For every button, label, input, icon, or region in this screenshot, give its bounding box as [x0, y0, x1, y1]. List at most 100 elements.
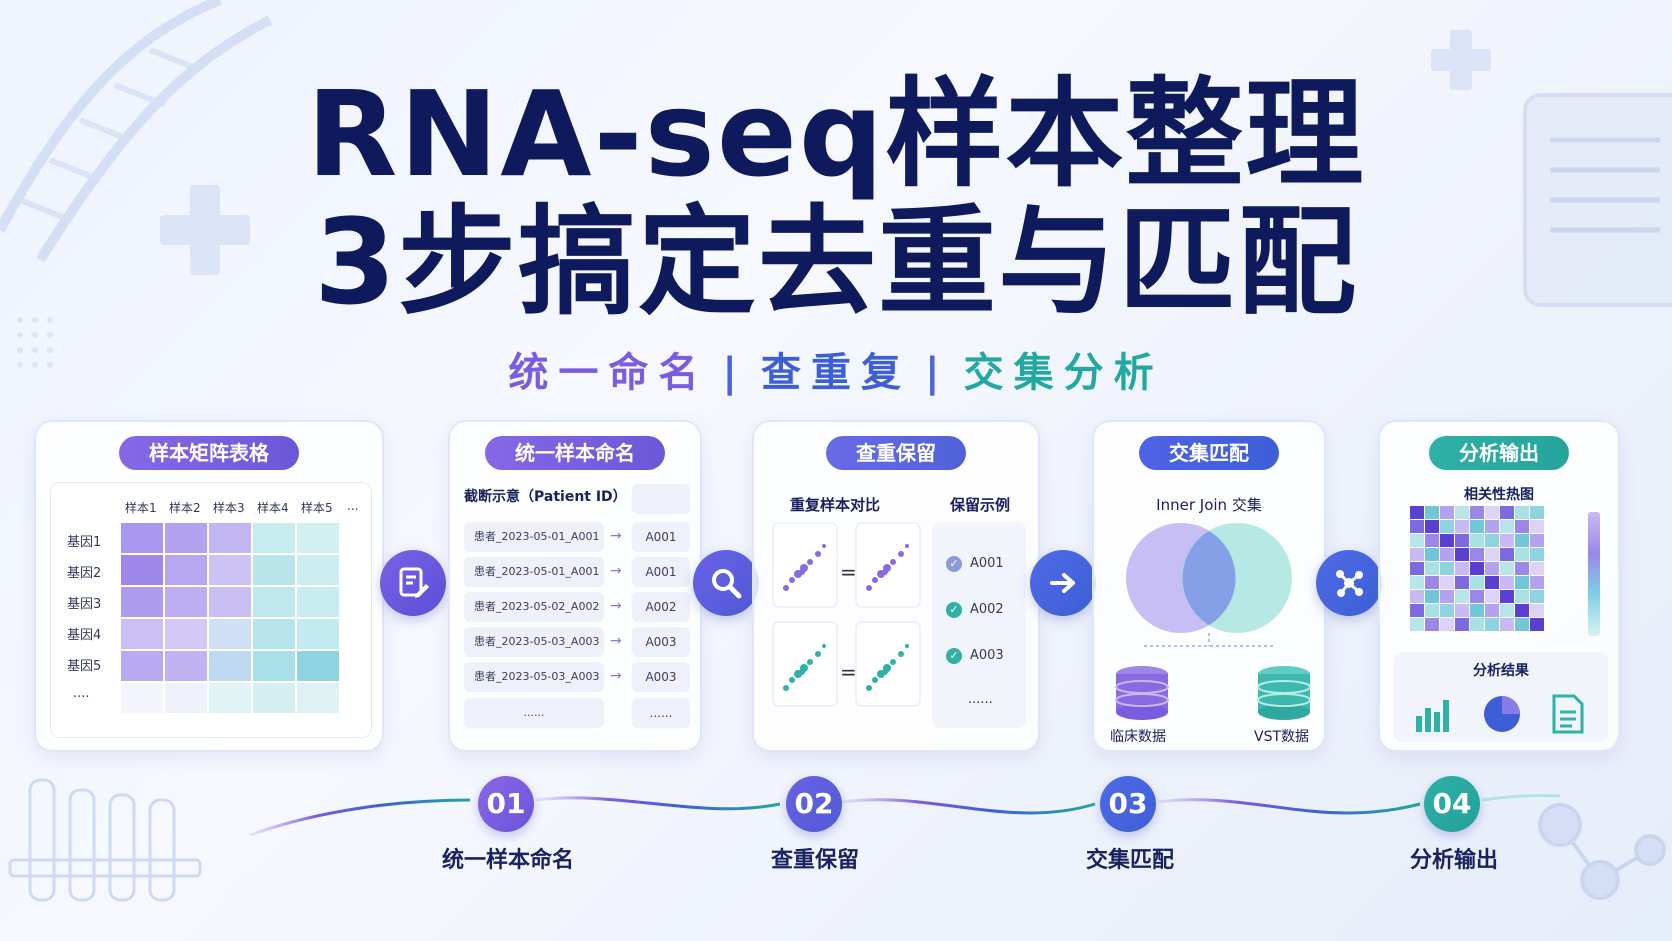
heatmap-cell: [1485, 618, 1499, 631]
step-label-3: 交集匹配: [1085, 848, 1175, 873]
heatmap-cell: [1440, 618, 1454, 631]
arrow-right-icon: →: [610, 598, 622, 614]
kept-item: ✓A003: [946, 648, 1004, 664]
heatmap-cell: [1425, 534, 1439, 547]
matrix-col-label: ...: [347, 499, 359, 513]
kept-item: ✓A001: [946, 556, 1004, 572]
heatmap-cell: [1530, 548, 1544, 561]
heatmap-cell: [1470, 506, 1484, 519]
kept-item: ......: [968, 692, 993, 707]
heatmap-cell: [1530, 604, 1544, 617]
naming-original-row: 患者_2023-05-03_A003: [464, 662, 604, 692]
join-title: Inner Join 交集: [1156, 496, 1262, 514]
naming-original-row: 患者_2023-05-02_A002: [464, 592, 604, 622]
heatmap-cell: [1470, 590, 1484, 603]
heatmap-cell: [1500, 604, 1514, 617]
equals-sign: =: [840, 560, 857, 584]
heatmap-cell: [1515, 548, 1529, 561]
venn-diagram: [1126, 523, 1292, 647]
naming-id-row: A001: [632, 557, 690, 587]
arrow-right-icon: →: [610, 563, 622, 579]
check-icon: ✓: [946, 648, 962, 664]
heatmap-cell: [1455, 576, 1469, 589]
heatmap-cell: [1425, 548, 1439, 561]
heatmap-cell: [1425, 576, 1439, 589]
database-icon: [1115, 666, 1169, 720]
heatmap-cell: [1410, 604, 1424, 617]
heatmap-cell: [1440, 590, 1454, 603]
heatmap-cell: [1470, 520, 1484, 533]
matrix-col-label: 样本1: [125, 501, 157, 515]
heatmap-cell: [1440, 534, 1454, 547]
heatmap-cell: [1455, 534, 1469, 547]
edit-document-icon: [380, 550, 446, 616]
vst-data-label: VST数据: [1254, 729, 1310, 745]
heatmap-cell: [1530, 534, 1544, 547]
heatmap-cell: [1455, 562, 1469, 575]
subtitle-part-dedup: 查重复: [761, 350, 911, 396]
heatmap-cell: [1410, 562, 1424, 575]
check-icon: ✓: [946, 602, 962, 618]
heatmap-cell: [1515, 618, 1529, 631]
naming-original-row: 患者_2023-05-01_A001: [464, 522, 604, 552]
heatmap-cell: [1440, 576, 1454, 589]
naming-id-row: A002: [632, 592, 690, 622]
heatmap-cell: [1440, 548, 1454, 561]
subtitle-part-intersect: 交集分析: [963, 350, 1164, 396]
heatmap-cell: [1500, 520, 1514, 533]
naming-id-row: A003: [632, 662, 690, 692]
heatmap-cell: [1440, 562, 1454, 575]
duplicate-scatter-plots: [772, 522, 921, 707]
heatmap-cell: [1500, 534, 1514, 547]
card-label-output: 分析输出: [1429, 436, 1569, 470]
step-label-4: 分析输出: [1409, 848, 1499, 873]
report-document-icon: [1552, 694, 1584, 734]
step-number-2: 02: [786, 776, 842, 832]
heatmap-cell: [1500, 590, 1514, 603]
heatmap-cell: [1425, 604, 1439, 617]
heatmap-cell: [1440, 520, 1454, 533]
matrix-row-label: 基因1: [67, 535, 102, 550]
heatmap-cell: [1410, 520, 1424, 533]
pie-chart-icon: [1484, 696, 1520, 732]
heatmap-cell: [1410, 618, 1424, 631]
step-label-1: 统一样本命名: [441, 848, 575, 873]
subtitle-separator: |: [925, 350, 950, 396]
heatmap-cell: [1500, 562, 1514, 575]
heatmap-cell: [1500, 548, 1514, 561]
heatmap-cell: [1455, 618, 1469, 631]
heatmap-cell: [1515, 506, 1529, 519]
naming-header: 截断示意（Patient ID）: [464, 489, 627, 505]
matrix-col-label: 样本3: [213, 501, 245, 515]
subtitle: 统一命名|查重复|交集分析: [0, 340, 1672, 398]
card-label-naming: 统一样本命名: [485, 436, 665, 470]
matrix-row-label: 基因4: [67, 628, 102, 643]
heatmap-cell: [1470, 618, 1484, 631]
card-label-matrix: 样本矩阵表格: [119, 436, 299, 470]
heatmap-cell: [1470, 548, 1484, 561]
title-line-2: 3步搞定去重与匹配: [313, 193, 1359, 331]
matrix-row-label: 基因3: [67, 597, 102, 612]
heatmap-cell: [1515, 520, 1529, 533]
heatmap-cell: [1530, 590, 1544, 603]
check-icon: ✓: [946, 556, 962, 572]
heatmap-cell: [1485, 520, 1499, 533]
heatmap-cell: [1410, 590, 1424, 603]
kept-item: ✓A002: [946, 602, 1004, 618]
heatmap-cell: [1485, 604, 1499, 617]
card-label-join: 交集匹配: [1139, 436, 1279, 470]
heatmap-cell: [1485, 534, 1499, 547]
heatmap-cell: [1485, 562, 1499, 575]
heatmap-cell: [1470, 604, 1484, 617]
heatmap-cell: [1485, 548, 1499, 561]
dedup-compare-title: 重复样本对比: [790, 496, 881, 514]
naming-original-row: ......: [464, 698, 604, 728]
heatmap-cell: [1500, 506, 1514, 519]
heatmap-cell: [1425, 506, 1439, 519]
naming-id-row: A003: [632, 627, 690, 657]
heatmap-cell: [1470, 562, 1484, 575]
heatmap-cell: [1515, 562, 1529, 575]
matrix-col-label: 样本5: [301, 501, 333, 515]
heatmap-cell: [1515, 590, 1529, 603]
heatmap-cell: [1500, 576, 1514, 589]
